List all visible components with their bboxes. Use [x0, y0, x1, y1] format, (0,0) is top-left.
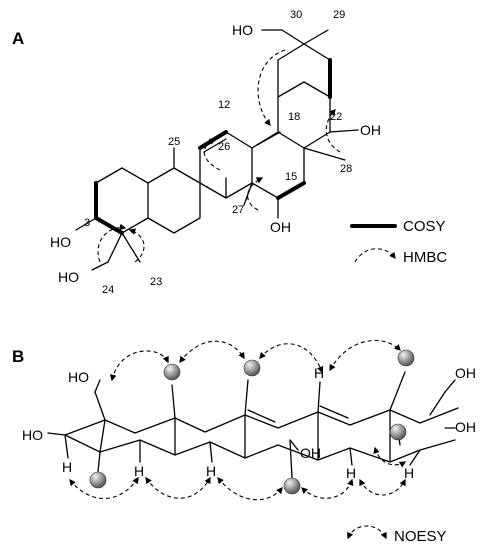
label-c12: 12: [218, 99, 230, 111]
label-b-h2: H: [206, 463, 216, 479]
label-ho3: HO: [50, 234, 71, 250]
label-c30: 30: [290, 9, 302, 21]
label-c27: 27: [232, 204, 244, 216]
label-c3: 3: [84, 217, 90, 229]
methyl-sphere: [283, 477, 301, 495]
label-c23: 23: [150, 276, 162, 288]
label-c18: 18: [288, 111, 300, 123]
label-b-ho-top: HO: [68, 369, 89, 385]
panel-b-noesy-arrows: [69, 339, 407, 501]
label-c15: 15: [285, 171, 297, 183]
label-b-h-top: H: [314, 365, 324, 381]
panel-b-atom-labels: HO HO OH OH OH H H H H H H: [22, 365, 476, 481]
panel-a-hmbc-arrows: [97, 49, 341, 263]
label-b-h3: H: [346, 465, 356, 481]
label-b-h1: H: [134, 463, 144, 479]
label-c24: 24: [102, 284, 114, 296]
methyl-sphere: [89, 471, 107, 489]
label-c25: 25: [168, 136, 180, 148]
label-oh22: OH: [360, 122, 381, 138]
label-ho24: HO: [58, 269, 79, 285]
panel-b-methyl-spheres: [89, 349, 415, 495]
label-c26: 26: [218, 141, 230, 153]
label-b-h4: H: [404, 465, 414, 481]
methyl-sphere: [397, 349, 415, 367]
label-b-h-left: H: [62, 459, 72, 475]
label-b-oh-right: OH: [455, 419, 476, 435]
label-b-ho-left: HO: [22, 427, 43, 443]
label-b-oh-top-right: OH: [455, 365, 476, 381]
legend-hmbc-arrow: [354, 248, 396, 263]
panel-b-label: B: [12, 347, 24, 366]
legend-panel-b: NOESY: [347, 525, 447, 545]
label-b-oh-mid: OH: [300, 445, 321, 461]
legend-noesy-arrow: [347, 525, 387, 540]
panel-a: A: [12, 9, 447, 296]
legend-panel-a: COSY HMBC: [350, 218, 447, 266]
label-c28: 28: [340, 163, 352, 175]
methyl-sphere: [389, 423, 407, 441]
label-c29: 29: [333, 9, 345, 21]
panel-a-skeleton: [75, 29, 359, 271]
legend-cosy-label: COSY: [403, 218, 446, 235]
methyl-sphere: [243, 359, 261, 377]
legend-hmbc-label: HMBC: [403, 249, 447, 266]
label-c22: 22: [330, 111, 342, 123]
panel-b: B: [12, 339, 476, 545]
label-ho30: HO: [232, 22, 253, 38]
label-oh15: OH: [270, 219, 291, 235]
legend-noesy-label: NOESY: [394, 528, 447, 545]
panel-b-skeleton: [47, 371, 459, 479]
panel-a-label: A: [12, 29, 24, 48]
methyl-sphere: [163, 363, 181, 381]
panel-a-atom-labels: 30 29 HO 12 18 22 OH 25 26 28 15 27 OH 3…: [50, 9, 381, 296]
